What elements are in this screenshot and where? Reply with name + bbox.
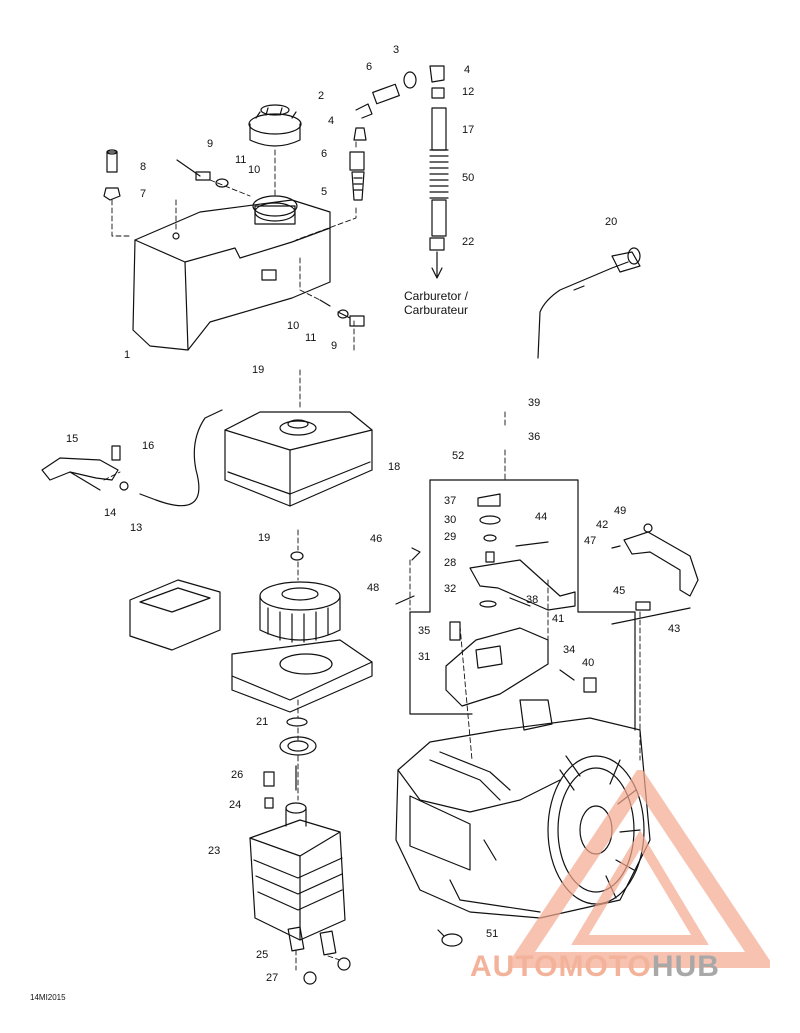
callout-28: 28 — [444, 557, 457, 569]
callout-13: 13 — [130, 522, 143, 534]
carburetor-label: Carburetor / Carburateur — [388, 289, 484, 317]
callout-49: 49 — [614, 505, 627, 517]
callout-11: 11 — [235, 154, 247, 166]
callout-36: 36 — [528, 431, 541, 443]
callout-43: 43 — [668, 623, 681, 635]
callout-23: 23 — [208, 845, 221, 857]
callout-7: 7 — [140, 188, 147, 200]
fuel-line-assembly — [349, 65, 449, 279]
callout-35: 35 — [418, 625, 431, 637]
callout-26: 26 — [231, 769, 244, 781]
fuel-cap — [248, 104, 302, 147]
callout-9: 9 — [331, 340, 338, 352]
callout-29: 29 — [444, 531, 457, 543]
watermark-text-part1: AUTOMOTO — [470, 950, 652, 983]
callout-10: 10 — [287, 320, 300, 332]
callout-31: 31 — [418, 651, 431, 663]
vent-fittings — [103, 149, 365, 327]
callout-4: 4 — [464, 64, 471, 76]
callout-50: 50 — [462, 172, 475, 184]
callout-46: 46 — [370, 533, 383, 545]
carburetor-label-en: Carburetor / — [403, 289, 469, 303]
callout-44: 44 — [535, 511, 548, 523]
callout-12: 12 — [462, 86, 475, 98]
callout-21: 21 — [256, 716, 269, 728]
callout-52: 52 — [452, 450, 465, 462]
watermark-logo-icon — [510, 770, 770, 968]
callout-19: 19 — [252, 364, 265, 376]
fuel-tank — [132, 195, 331, 351]
callout-20: 20 — [605, 216, 618, 228]
throttle-lever — [41, 409, 223, 507]
callout-19: 19 — [258, 532, 271, 544]
callout-47: 47 — [584, 535, 597, 547]
callout-39: 39 — [528, 397, 541, 409]
control-lever-right — [611, 523, 699, 625]
callout-18: 18 — [388, 461, 401, 473]
callout-3: 3 — [393, 44, 400, 56]
callout-51: 51 — [486, 928, 499, 940]
watermark-text: AUTOMOTOHUB — [470, 950, 720, 984]
callout-38: 38 — [526, 594, 539, 606]
air-filter-cover — [224, 411, 373, 507]
callout-11: 11 — [305, 332, 317, 344]
callout-48: 48 — [367, 582, 380, 594]
callout-25: 25 — [256, 949, 269, 961]
callout-34: 34 — [563, 644, 576, 656]
callout-5: 5 — [321, 186, 328, 198]
callout-8: 8 — [140, 161, 147, 173]
callout-10: 10 — [248, 164, 261, 176]
choke-cable — [537, 247, 641, 359]
callout-37: 37 — [444, 495, 457, 507]
callout-9: 9 — [207, 138, 214, 150]
callout-27: 27 — [266, 972, 279, 984]
alignment-lines — [103, 141, 641, 971]
callout-45: 45 — [613, 585, 626, 597]
hose-clamp — [437, 929, 463, 947]
callout-14: 14 — [104, 507, 117, 519]
carburetor-label-fr: Carburateur — [403, 303, 469, 317]
callout-17: 17 — [462, 124, 475, 136]
callout-6: 6 — [366, 61, 373, 73]
callout-32: 32 — [444, 583, 457, 595]
callout-16: 16 — [142, 440, 155, 452]
foam-element — [129, 579, 221, 651]
callout-22: 22 — [462, 236, 475, 248]
callout-24: 24 — [229, 799, 242, 811]
air-filter-base — [231, 639, 373, 713]
callout-6: 6 — [321, 148, 328, 160]
callout-1: 1 — [124, 349, 131, 361]
intake-elbow — [249, 765, 351, 985]
callout-15: 15 — [66, 433, 79, 445]
callout-30: 30 — [444, 514, 457, 526]
governor-bracket-group — [395, 479, 636, 731]
paper-element — [259, 581, 341, 643]
callout-40: 40 — [582, 657, 595, 669]
callout-4: 4 — [328, 115, 335, 127]
watermark-text-part2: HUB — [651, 950, 720, 983]
callout-41: 41 — [552, 613, 565, 625]
callout-42: 42 — [596, 519, 609, 531]
drawing-reference: 14MI2015 — [30, 993, 66, 1002]
callout-2: 2 — [318, 90, 325, 102]
